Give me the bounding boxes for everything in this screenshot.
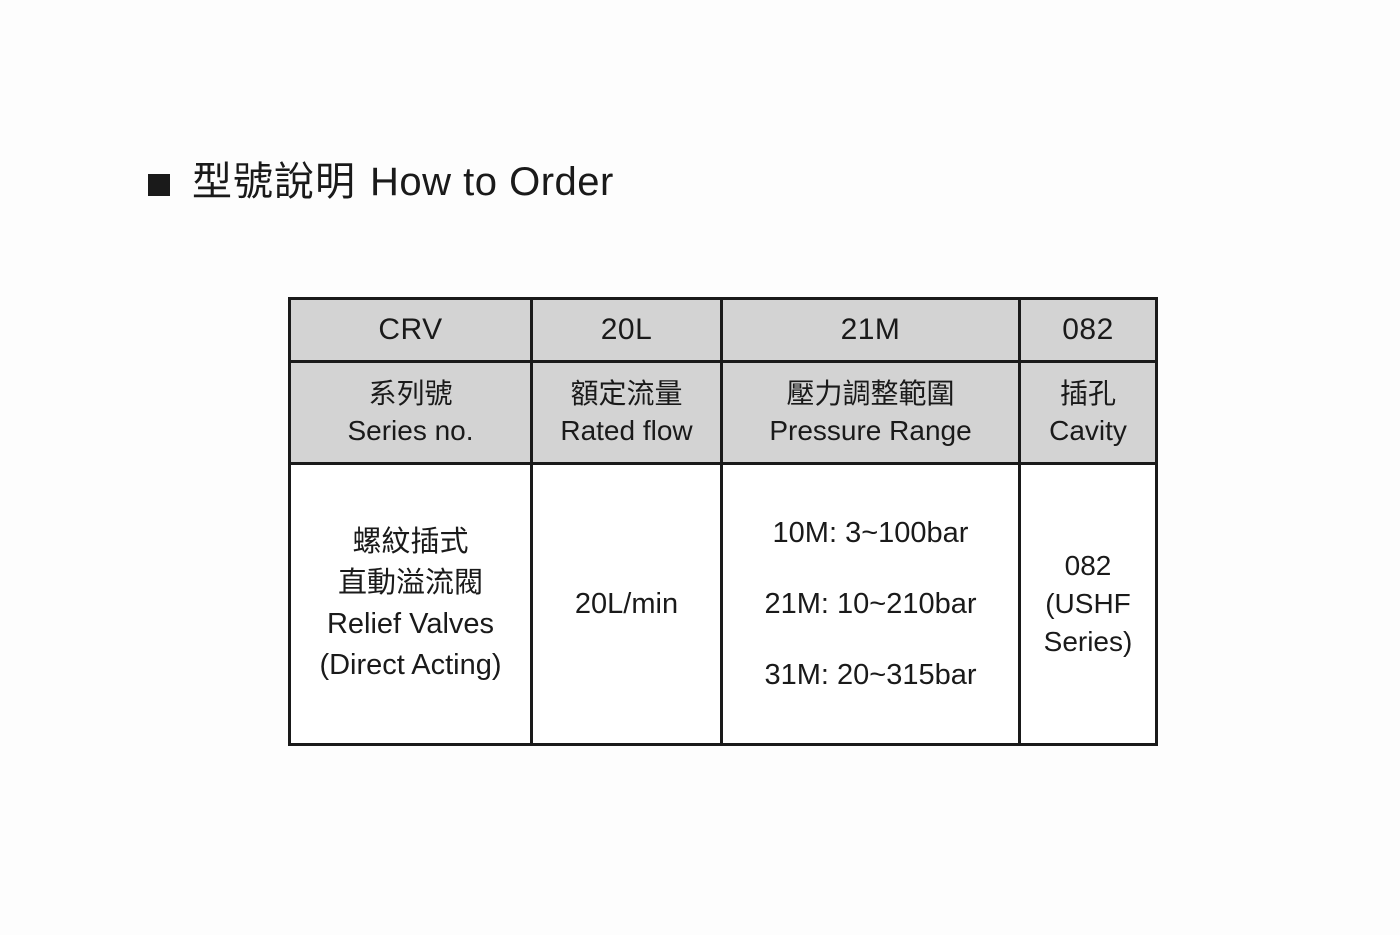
code-cell-cavity: 082: [1018, 297, 1158, 363]
value-cell-cavity: 082 (USHF Series): [1018, 462, 1158, 746]
code-cell-flow: 20L: [530, 297, 723, 363]
label-cell-pressure: 壓力調整範圍 Pressure Range: [720, 360, 1021, 465]
label-flow-cjk: 額定流量: [570, 377, 683, 409]
label-cavity-cjk: 插孔: [1059, 377, 1116, 409]
cavity-line: (USHF: [1045, 588, 1131, 619]
code-cell-series: CRV: [288, 297, 533, 363]
cavity-line: 082: [1064, 550, 1112, 581]
pressure-option: 21M: 10~210bar: [764, 587, 977, 620]
label-series-cjk: 系列號: [368, 377, 453, 409]
table-row-column-labels: 系列號 Series no. 額定流量 Rated flow 壓力調整範圍 Pr…: [288, 360, 1158, 465]
label-cell-flow: 額定流量 Rated flow: [530, 360, 723, 465]
label-cell-cavity: 插孔 Cavity: [1018, 360, 1158, 465]
table-row-model-code: CRV 20L 21M 082: [288, 297, 1158, 363]
square-bullet-icon: [148, 174, 170, 196]
series-line: 直動溢流閥: [337, 567, 483, 599]
pressure-option: 31M: 20~315bar: [764, 658, 977, 691]
how-to-order-table: CRV 20L 21M 082 系列號 Series no. 額定流量 Rate…: [288, 297, 1158, 746]
series-line: (Direct Acting): [319, 649, 502, 681]
label-cavity-english: Cavity: [1049, 414, 1127, 446]
page-title-cjk: 型號說明: [192, 160, 356, 204]
value-cell-series: 螺紋插式 直動溢流閥 Relief Valves (Direct Acting): [288, 462, 533, 746]
series-description: 螺紋插式 直動溢流閥 Relief Valves (Direct Acting): [291, 522, 530, 686]
series-line: Relief Valves: [326, 608, 495, 640]
page-title-english: How to Order: [370, 160, 614, 204]
value-cell-flow: 20L/min: [530, 462, 723, 746]
cavity-line: Series): [1043, 626, 1133, 657]
pressure-option-list: 10M: 3~100bar 21M: 10~210bar 31M: 20~315…: [723, 498, 1018, 711]
pressure-option: 10M: 3~100bar: [772, 516, 969, 549]
table-row-options: 螺紋插式 直動溢流閥 Relief Valves (Direct Acting)…: [288, 462, 1158, 746]
page-title-text: 型號說明 How to Order: [192, 160, 614, 204]
label-series-english: Series no.: [347, 414, 474, 446]
series-line: 螺紋插式: [352, 526, 469, 558]
value-cell-pressure: 10M: 3~100bar 21M: 10~210bar 31M: 20~315…: [720, 462, 1021, 746]
label-pressure-english: Pressure Range: [769, 414, 972, 446]
label-pressure-cjk: 壓力調整範圍: [786, 377, 955, 409]
label-cell-series: 系列號 Series no.: [288, 360, 533, 465]
label-flow-english: Rated flow: [560, 414, 693, 446]
code-cell-pressure: 21M: [720, 297, 1021, 363]
page-title: 型號說明 How to Order: [148, 160, 614, 204]
cavity-description: 082 (USHF Series): [1021, 547, 1155, 661]
